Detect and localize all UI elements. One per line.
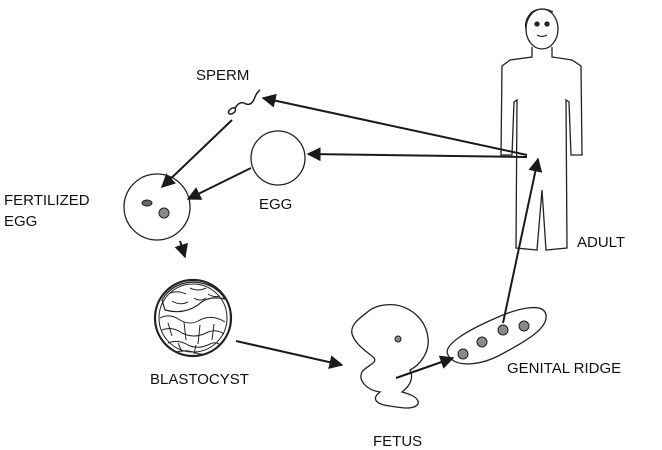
- label-egg: EGG: [259, 196, 292, 213]
- arrow-fertilized-egg-to-blastocyst: [180, 241, 185, 257]
- sperm-cell: [227, 90, 260, 115]
- egg-cell: [251, 131, 305, 185]
- label-fertilized-egg-line2: EGG: [4, 213, 37, 230]
- label-fertilized-egg-line1: FERTILIZED: [4, 192, 90, 209]
- arrow-genital-ridge-to-adult: [503, 159, 538, 323]
- arrow-adult-to-egg: [308, 154, 527, 157]
- adult-figure: [501, 9, 582, 250]
- genital-ridge: [447, 308, 546, 364]
- label-sperm: SPERM: [196, 67, 249, 84]
- label-adult: ADULT: [577, 234, 625, 251]
- arrow-egg-to-fertilized-egg: [188, 168, 251, 199]
- arrow-sperm-to-fertilized-egg: [162, 120, 232, 187]
- fetus: [352, 305, 429, 408]
- arrow-blastocyst-to-fetus: [236, 341, 342, 365]
- label-fetus: FETUS: [373, 433, 422, 450]
- label-genital-ridge: GENITAL RIDGE: [507, 360, 621, 377]
- blastocyst: [155, 280, 231, 356]
- label-blastocyst: BLASTOCYST: [150, 371, 249, 388]
- fertilized-egg: [124, 174, 190, 240]
